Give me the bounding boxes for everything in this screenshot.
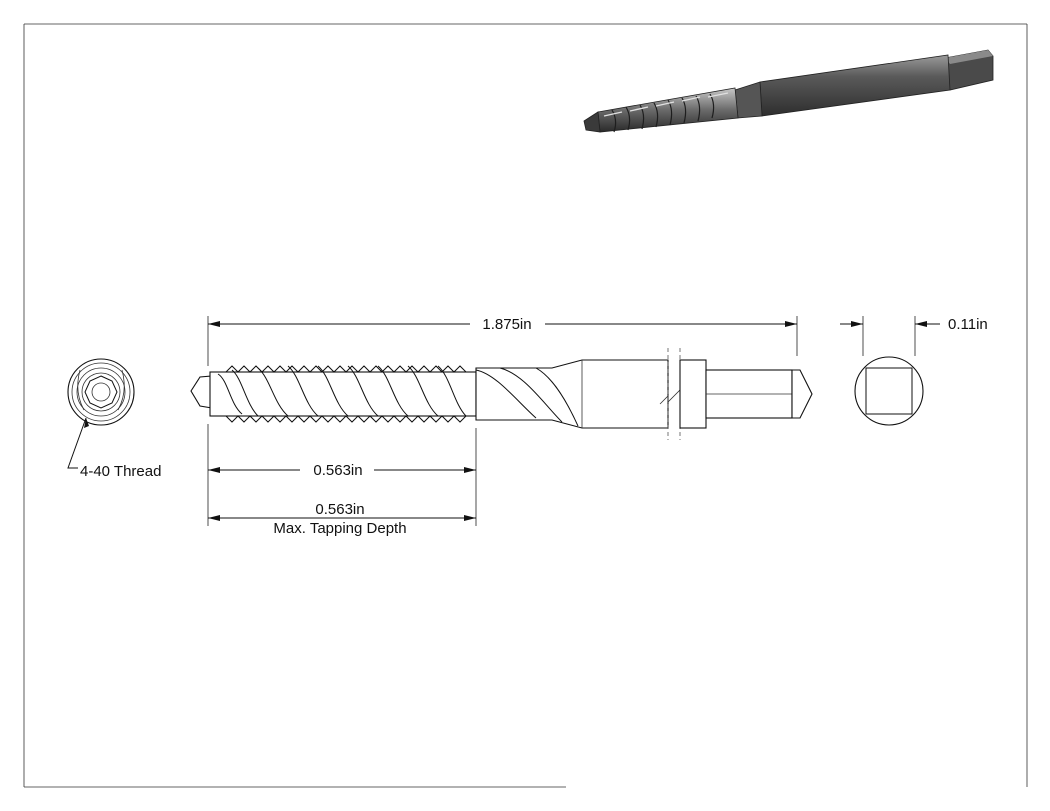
thread-length-label: 0.563in bbox=[313, 462, 362, 479]
overall-length-dimension: 1.875in bbox=[207, 316, 798, 366]
side-thread-crests-bottom bbox=[225, 415, 467, 423]
drawing-border bbox=[23, 23, 1028, 788]
tap-isometric-render bbox=[583, 49, 994, 133]
tap-side-view bbox=[190, 348, 813, 440]
thread-callout: 4-40 Thread bbox=[67, 417, 161, 480]
tap-end-view bbox=[67, 358, 135, 426]
thread-length-dimension: 0.563in bbox=[207, 424, 477, 526]
square-drive-end-view bbox=[854, 356, 924, 426]
overall-length-label: 1.875in bbox=[482, 316, 531, 333]
render-thread-crests bbox=[611, 93, 715, 133]
tapping-depth-caption: Max. Tapping Depth bbox=[273, 520, 406, 537]
square-size-label: 0.11in bbox=[948, 316, 988, 333]
tapping-depth-value: 0.563in bbox=[315, 501, 364, 518]
thread-callout-label: 4-40 Thread bbox=[80, 463, 161, 480]
tapping-depth-dimension: 0.563in Max. Tapping Depth bbox=[208, 501, 476, 537]
side-thread-crests-top bbox=[225, 365, 467, 373]
square-size-dimension: 0.11in bbox=[840, 316, 988, 356]
